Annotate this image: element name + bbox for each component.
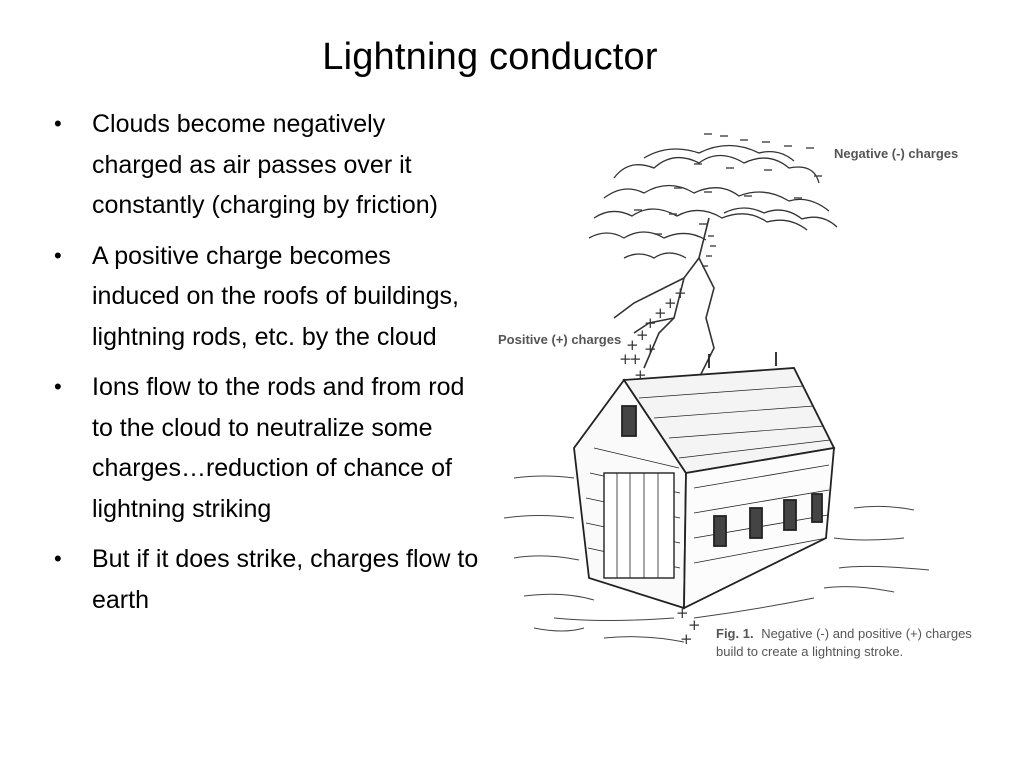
bullet-marker: • xyxy=(54,374,62,399)
svg-text:+: + xyxy=(626,336,639,354)
bullet-item: • But if it does strike, charges flow to … xyxy=(52,539,482,620)
svg-text:+: + xyxy=(688,616,701,634)
bullet-item: • Ions flow to the rods and from rod to t… xyxy=(52,367,482,529)
caption-line-2: build to create a lightning stroke. xyxy=(716,644,903,659)
caption-line-1: Negative (-) and positive (+) charges xyxy=(761,626,972,641)
barn-building xyxy=(573,352,836,610)
svg-text:+: + xyxy=(664,294,677,312)
svg-text:+: + xyxy=(676,604,689,622)
bullet-marker: • xyxy=(54,546,62,571)
bullet-list: • Clouds become negatively charged as air… xyxy=(52,104,482,630)
svg-text:+: + xyxy=(654,304,667,322)
storm-clouds xyxy=(588,144,838,259)
svg-text:+: + xyxy=(619,350,632,368)
positive-charges-label: Positive (+) charges xyxy=(498,332,621,347)
bullet-text: Clouds become negatively charged as air … xyxy=(92,110,438,219)
bullet-item: • A positive charge becomes induced on th… xyxy=(52,236,482,358)
svg-text:+: + xyxy=(674,284,687,302)
svg-text:+: + xyxy=(644,314,657,332)
bullet-text: Ions flow to the rods and from rod to th… xyxy=(92,373,465,523)
svg-text:+: + xyxy=(636,326,649,344)
bullet-marker: • xyxy=(54,242,62,268)
negative-charge-marks xyxy=(634,133,822,267)
svg-text:Fig. 1. Negative (-) a: Fig. 1. Negative (-) and positive (+) ch… xyxy=(716,626,972,641)
ground-lines xyxy=(503,475,930,643)
svg-text:+: + xyxy=(629,350,642,368)
caption-fig-number: Fig. 1. xyxy=(716,626,754,641)
figure-caption: Fig. 1. Negative (-) and positive (+) ch… xyxy=(716,626,972,659)
bullet-item: • Clouds become negatively charged as air… xyxy=(52,104,482,226)
bullet-text: A positive charge becomes induced on the… xyxy=(92,241,459,351)
lightning-barn-illustration: Negative (-) charges +++ +++ +++ +++ +++… xyxy=(498,133,972,659)
svg-text:+: + xyxy=(680,630,693,648)
slide-title: Lightning conductor xyxy=(322,36,658,78)
bullet-text: But if it does strike, charges flow to e… xyxy=(92,545,479,614)
negative-charges-label: Negative (-) charges xyxy=(834,146,958,161)
svg-text:+: + xyxy=(644,340,657,358)
bullet-marker: • xyxy=(54,111,62,136)
